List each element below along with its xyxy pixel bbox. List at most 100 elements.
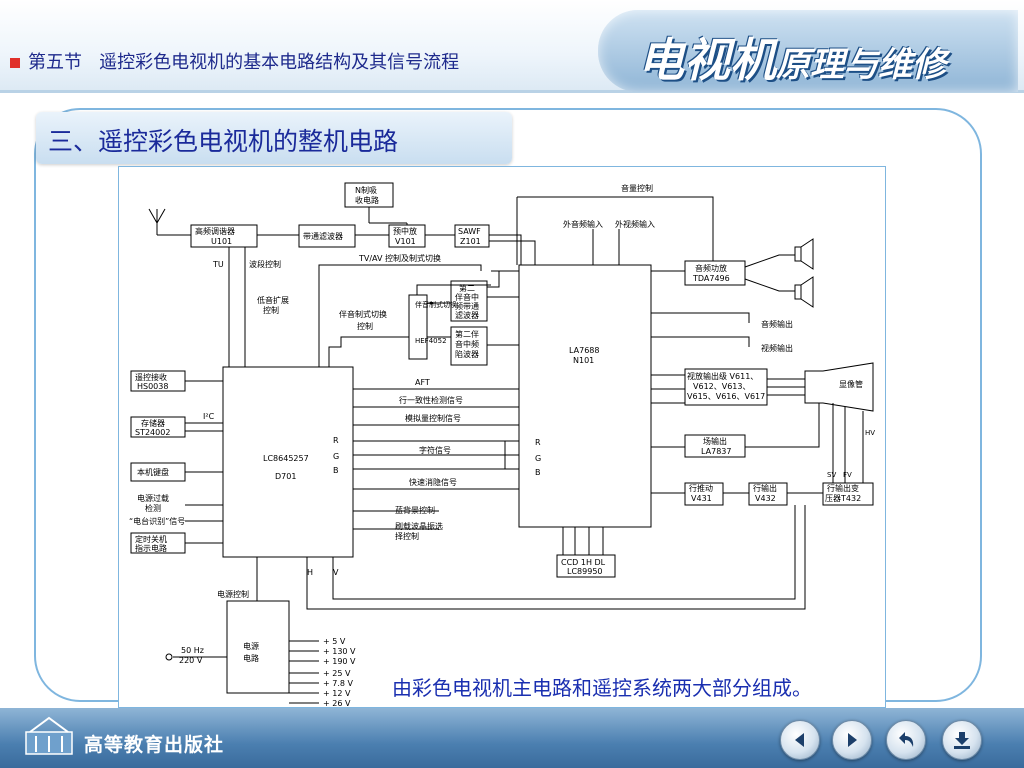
v-label: V: [333, 568, 339, 577]
switch-block: [408, 294, 428, 360]
ext-audio-label: 外音频输入: [563, 219, 603, 229]
download-button[interactable]: [942, 720, 982, 760]
sound-switch-label-2: 控制: [357, 321, 373, 331]
bullet-square-icon: [10, 58, 20, 68]
saw-block: [454, 224, 490, 248]
fbt-block: [822, 482, 874, 506]
sv-label: SV: [827, 471, 836, 479]
hout-label-1: 行输出: [753, 483, 777, 493]
vout-label-1: 场输出: [703, 436, 727, 446]
power-ctrl-label: 电源控制: [217, 589, 249, 599]
sif1-label-4: 滤波器: [455, 310, 479, 320]
fbt-label-1: 行输出变: [827, 483, 859, 493]
saw-label-2: Z101: [460, 237, 481, 246]
la-g-label: G: [535, 454, 541, 463]
psu-label-1: 电源: [243, 641, 259, 651]
remote-rx-label-2: HS0038: [137, 382, 168, 391]
sound-switch-label-1: 伴音制式切换: [339, 309, 387, 319]
slide-heading: 三、遥控彩色电视机的整机电路: [48, 127, 399, 156]
switch-label-2: HEF4052: [415, 337, 447, 345]
preamp-label-2: V101: [395, 237, 416, 246]
la7688-block: [518, 264, 652, 528]
psu-label-2: 电路: [243, 653, 259, 663]
i2c-label: I²C: [203, 412, 215, 421]
download-icon: [954, 732, 970, 749]
fv-label: FV: [843, 471, 852, 479]
hv-label: HV: [865, 429, 875, 437]
memory-label-2: ST24002: [135, 428, 170, 437]
tuner-label-1: 高频调谐器: [195, 226, 235, 236]
section-heading: 遥控彩色电视机的基本电路结构及其信号流程: [99, 52, 460, 73]
back-button[interactable]: [886, 720, 926, 760]
la7688-label-2: N101: [573, 356, 594, 365]
section-number: 第五节: [28, 52, 82, 73]
voltage-5: + 12 V: [323, 689, 351, 698]
band-ctrl-label: 波段控制: [249, 259, 281, 269]
saw-label-1: SAWF: [458, 227, 481, 236]
ntsc-label-2: 收电路: [355, 195, 379, 205]
tuner-block: [190, 224, 258, 248]
bandpass-label: 带通滤波器: [303, 231, 343, 241]
publisher-name: 高等教育出版社: [84, 734, 225, 756]
sif2-block: [450, 326, 488, 366]
ac-label-1: 50 Hz: [181, 646, 204, 655]
video-out-block-label-1: 视放输出级 V611、: [687, 371, 758, 381]
triangle-right-icon: [848, 733, 857, 747]
circuit-diagram-svg: 高频调谐器 U101 带通滤波器 预中放 V101 SAWF Z101 N制吸 …: [129, 182, 875, 708]
preamp-label-1: 预中放: [393, 226, 417, 236]
slide-caption: 由彩色电视机主电路和遥控系统两大部分组成。: [392, 676, 812, 700]
ac-label-2: 220 V: [179, 656, 203, 665]
prev-button[interactable]: [780, 720, 820, 760]
analog-label: 模拟量控制信号: [405, 413, 461, 423]
return-arrow-icon: [899, 732, 914, 747]
low-freq-label-2: 控制: [263, 305, 279, 315]
voltage-6: + 26 V: [323, 699, 351, 707]
char-label: 字符信号: [419, 445, 451, 455]
bandpass-block: [298, 224, 356, 248]
audio-out-label: 音频输出: [761, 319, 793, 329]
blue-bg-label: 蓝背景控制: [395, 505, 435, 515]
ccd-label-2: LC89950: [567, 567, 603, 576]
voltage-3: + 25 V: [323, 669, 351, 678]
overcurrent-label-1: 电源过载: [137, 493, 169, 503]
video-out-label: 视频输出: [761, 343, 793, 353]
sif1-label-1: 第二: [459, 283, 475, 293]
volume-label: 音量控制: [621, 183, 653, 193]
audio-amp-label-2: TDA7496: [692, 274, 730, 283]
mcu-b-label: B: [333, 466, 339, 475]
tu-label: TU: [212, 260, 224, 269]
brand-logo: 电视机原理与维修: [598, 10, 1018, 92]
ccd-label-1: CCD 1H DL: [561, 558, 606, 567]
crt-shape: [804, 362, 874, 412]
sif1-label-2: 伴音中: [455, 292, 479, 302]
la-b-label: B: [535, 468, 541, 477]
next-button[interactable]: [832, 720, 872, 760]
header-divider: [0, 90, 1024, 93]
video-out-block-label-2: V612、V613、: [693, 382, 750, 391]
hdrv-label-1: 行推动: [689, 483, 713, 493]
voltage-4: + 7.8 V: [323, 679, 354, 688]
timer-label-2: 指示电路: [135, 543, 167, 553]
blank-label: 快速消隐信号: [409, 477, 457, 487]
h-label: H: [307, 568, 313, 577]
video-out-block-label-3: V615、V616、V617: [687, 392, 765, 401]
vout-block: [684, 434, 746, 458]
hdrv-label-2: V431: [691, 494, 712, 503]
fbt-label-2: 压器T432: [825, 494, 861, 503]
sif2-label-1: 第二伴: [455, 329, 479, 339]
station-id-label: “电台识别”信号: [129, 516, 185, 526]
section-title: 第五节 遥控彩色电视机的基本电路结构及其信号流程: [10, 48, 459, 74]
publisher-logo-icon: [25, 716, 73, 755]
remote-rx-label-1: 遥控接收: [135, 372, 167, 382]
sif1-block: [450, 280, 488, 322]
sif2-label-2: 音中频: [455, 339, 479, 349]
psu-block: [226, 600, 290, 694]
memory-block: [130, 416, 186, 438]
ccd-block: [556, 554, 616, 578]
slide-heading-box: 三、遥控彩色电视机的整机电路: [36, 112, 512, 164]
refresh-label-1: 刷载波晶振选: [395, 521, 443, 531]
circuit-diagram: 高频调谐器 U101 带通滤波器 预中放 V101 SAWF Z101 N制吸 …: [118, 166, 886, 708]
la7688-label-1: LA7688: [569, 346, 599, 355]
ext-video-label: 外视频输入: [615, 219, 655, 229]
crt-label: 显像管: [839, 379, 863, 389]
